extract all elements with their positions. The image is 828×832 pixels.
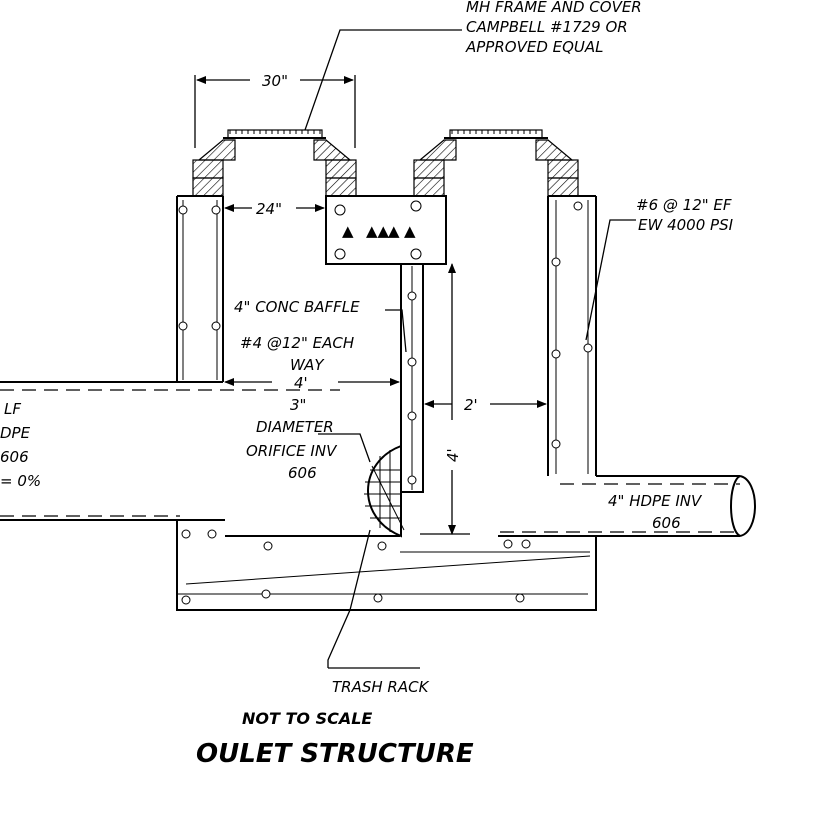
baffle-rebar-label-2: WAY	[290, 356, 325, 374]
baffle-label: 4" CONC BAFFLE	[234, 298, 360, 316]
orifice-label-3: ORIFICE INV	[246, 442, 338, 460]
orifice-label-2: DIAMETER	[256, 418, 334, 436]
svg-text:▲: ▲	[404, 222, 416, 240]
svg-text:▲: ▲	[388, 222, 400, 240]
svg-text:▲▲: ▲▲	[366, 222, 390, 240]
dimension-4ft-vertical: 4'	[444, 448, 462, 462]
rebar-label-1: #6 @ 12" EF	[636, 196, 732, 214]
base-slab	[176, 520, 597, 611]
inlet-label-4: = 0%	[0, 472, 41, 490]
left-wall	[176, 195, 224, 382]
inlet-pipe	[0, 381, 340, 521]
trash-rack-label: TRASH RACK	[332, 678, 430, 696]
top-slab: ▲ ▲▲ ▲ ▲	[325, 195, 447, 265]
outlet-label-2: 606	[652, 514, 681, 532]
left-manhole-frame	[192, 129, 357, 197]
not-to-scale-note: NOT TO SCALE	[242, 709, 372, 728]
inlet-label-1: LF	[4, 400, 21, 418]
dimension-lines	[194, 75, 547, 535]
right-manhole-frame	[413, 129, 579, 197]
svg-text:▲: ▲	[342, 222, 354, 240]
drawing-title: OULET STRUCTURE	[196, 739, 474, 769]
dimension-30-in: 30"	[262, 72, 288, 90]
outlet-pipe	[500, 475, 756, 537]
right-wall	[547, 195, 597, 476]
dimension-24-in: 24"	[256, 200, 282, 218]
mh-frame-label-2: CAMPBELL #1729 OR	[466, 18, 628, 36]
concrete-baffle	[400, 263, 424, 493]
orifice-label-4: 606	[288, 464, 317, 482]
inlet-label-2: DPE	[0, 424, 31, 442]
trash-rack	[364, 444, 405, 538]
baffle-rebar-label-1: #4 @12" EACH	[240, 334, 354, 352]
mh-frame-label-1: MH FRAME AND COVER	[466, 0, 642, 16]
leader-lines	[304, 29, 636, 669]
dimension-2ft: 2'	[464, 396, 478, 414]
orifice-label-1: 3"	[290, 396, 306, 414]
inlet-label-3: 606	[0, 448, 29, 466]
rebar-label-2: EW 4000 PSI	[638, 216, 734, 234]
mh-frame-label-3: APPROVED EQUAL	[465, 38, 604, 56]
outlet-label-1: 4" HDPE INV	[608, 492, 703, 510]
dimension-4ft-horizontal: 4'	[294, 374, 308, 392]
